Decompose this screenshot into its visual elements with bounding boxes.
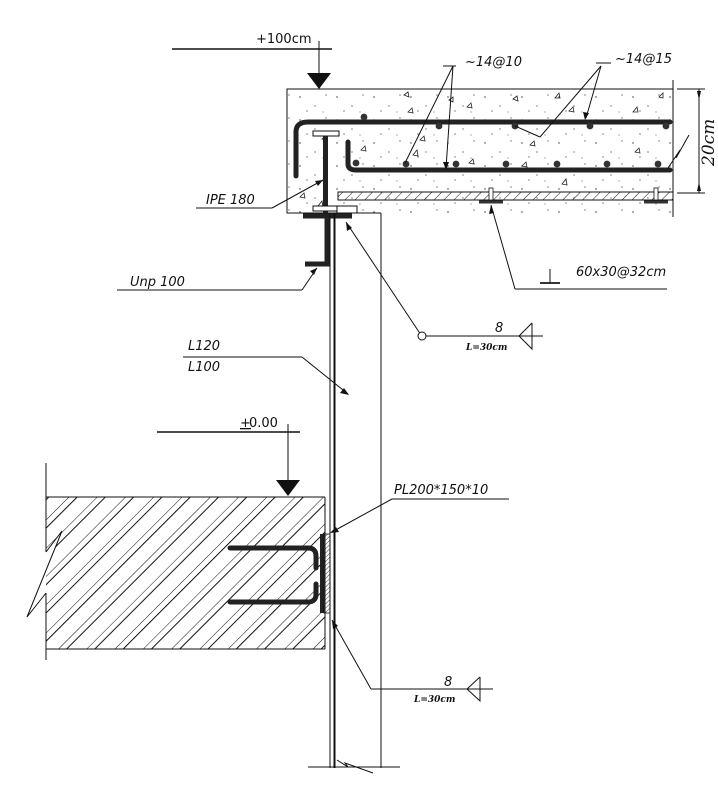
- break-line-icon: [336, 759, 374, 774]
- level-label-top: +100cm: [256, 32, 312, 47]
- tee-symbol-icon: [540, 269, 560, 284]
- unp-leader: Unp 100: [117, 267, 318, 291]
- unp-channel: [303, 213, 352, 267]
- metal-deck-strip: [337, 191, 674, 201]
- steel-column: [308, 212, 400, 774]
- weld-symbol-top: 8 L=30cm: [345, 221, 543, 353]
- level-sign-bottom: +: [240, 416, 251, 431]
- rebar-label-top: ~14@15: [615, 52, 672, 67]
- level-arrow-top-icon: [307, 73, 331, 89]
- rebar-top-bar: [293, 119, 673, 179]
- ipe-label: IPE 180: [206, 193, 255, 208]
- rebar-dots-bottom: [352, 159, 662, 168]
- rebar-leader-bottom: ~14@10: [404, 55, 522, 170]
- weld-tail-icon: [518, 322, 533, 351]
- tee-profile: [479, 187, 503, 204]
- rebar-dots-top: [360, 113, 670, 130]
- ipe-leader: IPE 180: [196, 179, 324, 209]
- weld-all-around-icon: [417, 331, 427, 341]
- weld-size-bottom: 8: [444, 675, 452, 690]
- rebar-bottom-bar: [345, 139, 673, 173]
- slab-thickness-dimension: 20cm: [667, 88, 718, 194]
- level-mark-top: +100cm: [172, 32, 332, 89]
- weld-length-bottom: L=30cm: [413, 695, 455, 705]
- level-arrow-bottom-icon: [276, 480, 300, 496]
- weld-symbol-bottom: 8 L=30cm: [331, 619, 493, 705]
- anchor-bars: [227, 545, 319, 605]
- embed-plate: [320, 533, 331, 614]
- weld-tail-icon: [466, 676, 481, 703]
- column-label-lower: L100: [188, 360, 220, 375]
- column-leader: L120 L100: [183, 339, 349, 395]
- weld-length-top: L=30cm: [465, 343, 507, 353]
- tee-spacing-leader: 60x30@32cm: [489, 204, 667, 290]
- column-label-upper: L120: [188, 339, 220, 354]
- level-mark-bottom: + 0.00: [157, 416, 300, 496]
- break-line-icon: [26, 530, 63, 618]
- concrete-beam: [26, 463, 326, 660]
- concrete-slab: [286, 80, 674, 217]
- level-label-bottom: 0.00: [249, 416, 278, 431]
- rebar-label-bottom: ~14@10: [465, 55, 522, 70]
- rebar-leader-top: ~14@15: [514, 52, 672, 138]
- plate-leader: PL200*150*10: [330, 483, 509, 533]
- tee-profile: [644, 187, 668, 204]
- tee-spacing-label: 60x30@32cm: [576, 265, 666, 280]
- weld-size-top: 8: [495, 321, 503, 336]
- slab-thickness-label: 20cm: [699, 119, 718, 167]
- unp-label: Unp 100: [130, 275, 185, 290]
- ipe-beam: [312, 130, 358, 214]
- plate-label: PL200*150*10: [394, 483, 488, 498]
